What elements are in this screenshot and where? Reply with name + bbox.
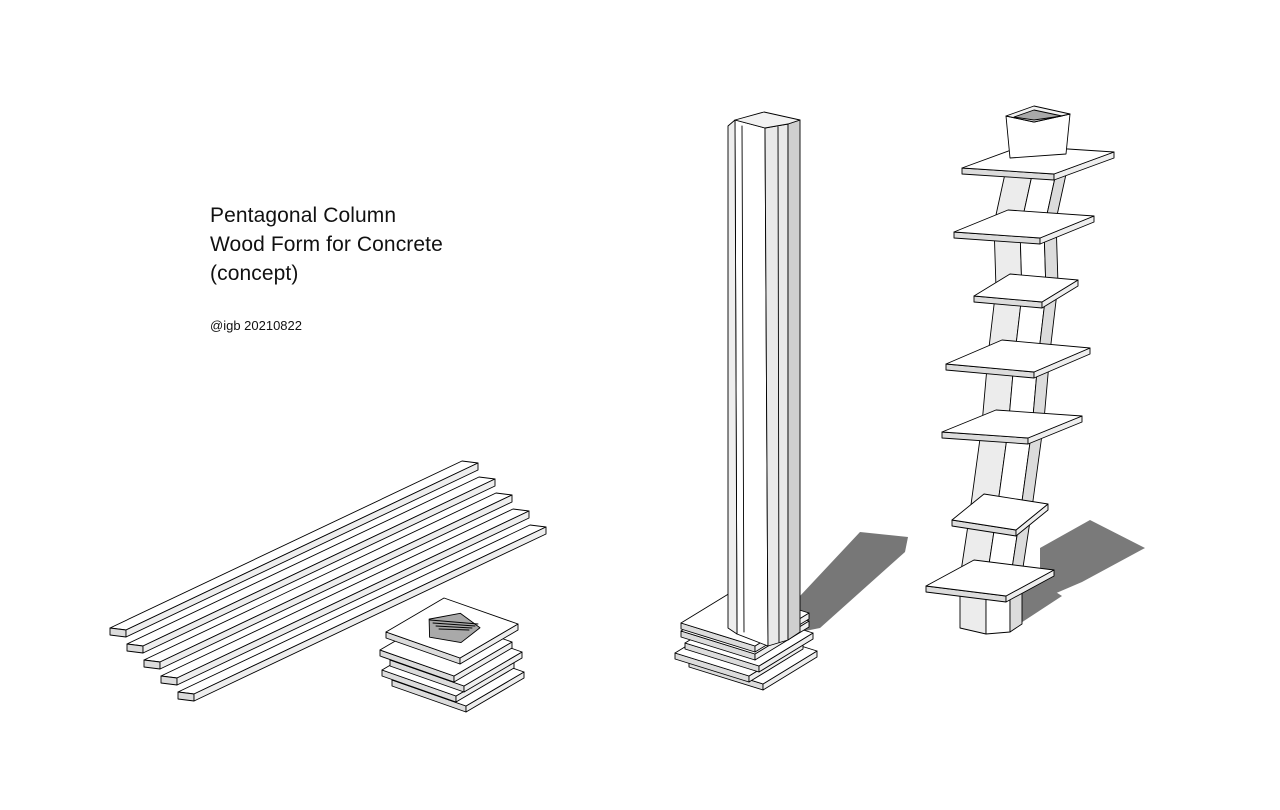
- collar-top: [925, 559, 1055, 597]
- title-line-3: (concept): [210, 262, 299, 285]
- plank-side: [176, 510, 530, 686]
- plank-edge: [177, 691, 195, 702]
- hole-rib: [435, 625, 473, 629]
- plank-edge: [160, 675, 178, 686]
- assembled-form: [925, 105, 1145, 635]
- plank-side: [193, 526, 547, 702]
- credit-stamp: @igb 20210822: [210, 318, 302, 333]
- title-line-1: Pentagonal Column: [210, 204, 397, 227]
- hole-rib: [432, 622, 476, 627]
- column-face-left: [727, 119, 738, 635]
- collar-stack: [379, 597, 525, 713]
- plank-edge: [126, 643, 144, 654]
- collar-top: [941, 409, 1083, 439]
- plank-group: [109, 460, 547, 702]
- title-line-2: Wood Form for Concrete: [210, 233, 443, 256]
- column-top-cap: [734, 111, 801, 129]
- plank-seam: [777, 126, 780, 643]
- column-face-right: [764, 123, 789, 647]
- form-stack: [925, 105, 1115, 635]
- column-on-base: [674, 111, 908, 691]
- loose-planks: [109, 460, 547, 702]
- plank-side: [142, 478, 496, 654]
- collar-top: [945, 339, 1091, 373]
- stacked-collars: [379, 597, 525, 713]
- title-block: Pentagonal Column Wood Form for Concrete…: [210, 201, 443, 288]
- column-face-front: [734, 119, 769, 647]
- collar-top: [973, 273, 1079, 303]
- plank-edge: [143, 659, 161, 670]
- form-shadow: [1040, 520, 1145, 600]
- form-top-hole: [1013, 109, 1063, 121]
- collar-top: [961, 145, 1115, 175]
- collar-top: [951, 493, 1049, 531]
- hole-rib: [429, 619, 479, 625]
- plank-seam: [741, 125, 745, 633]
- column-shadow: [785, 532, 908, 632]
- plank-side: [125, 462, 479, 638]
- column-face-far-right: [787, 119, 801, 641]
- hole-rib: [438, 628, 470, 631]
- plank-side: [159, 494, 513, 670]
- plank-edge: [109, 627, 127, 638]
- collar-top: [953, 209, 1095, 239]
